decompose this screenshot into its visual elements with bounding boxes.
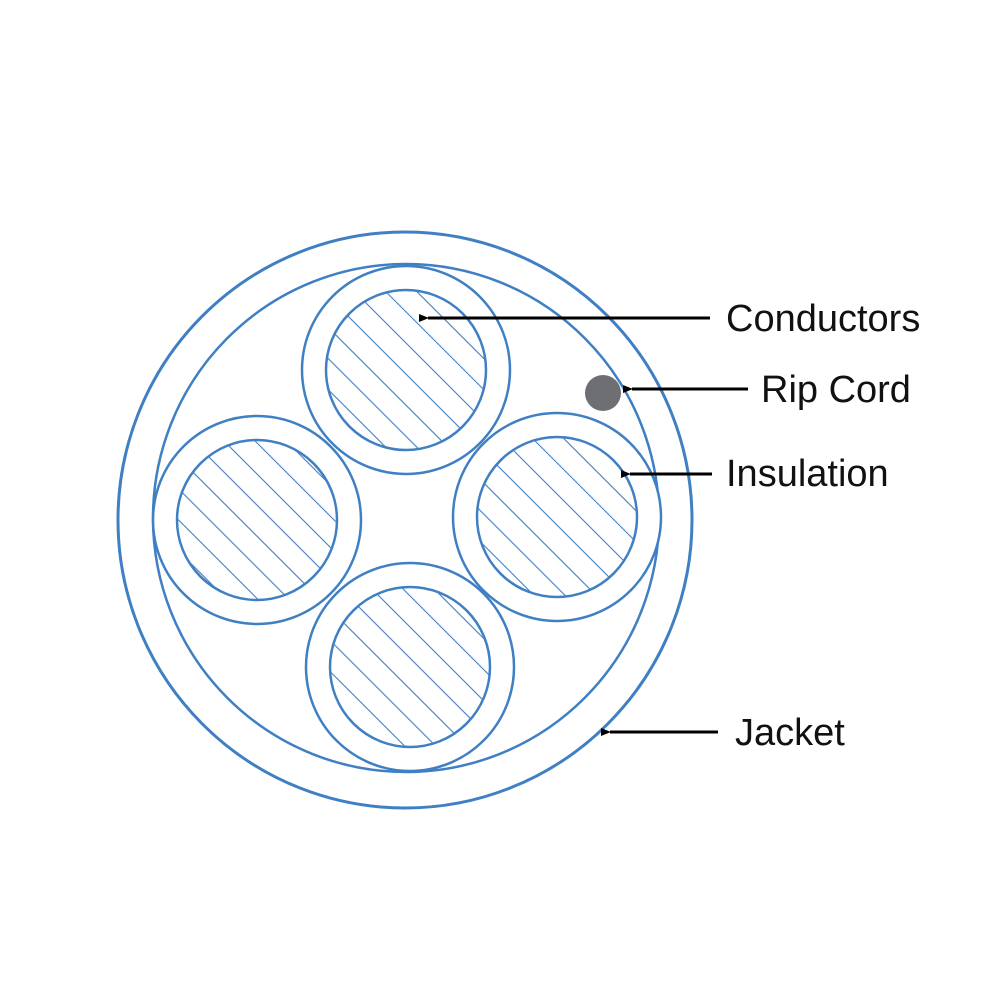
rip-cord-dot: [585, 375, 621, 411]
conductor-right: [451, 411, 663, 623]
conductor-core-bottom: [328, 585, 492, 749]
conductor-top: [300, 264, 512, 476]
jacket-outer-ring: [116, 230, 694, 810]
conductor-core-right: [475, 435, 639, 599]
conductor-core-left: [175, 438, 339, 602]
conductor-left: [151, 414, 363, 626]
conductors-label: Conductors: [726, 298, 920, 340]
jacket-label: Jacket: [735, 712, 845, 754]
rip-cord-label: Rip Cord: [761, 369, 911, 411]
insulation-label: Insulation: [726, 453, 889, 495]
conductor-core-top: [324, 288, 488, 452]
conductor-bottom: [304, 561, 516, 773]
